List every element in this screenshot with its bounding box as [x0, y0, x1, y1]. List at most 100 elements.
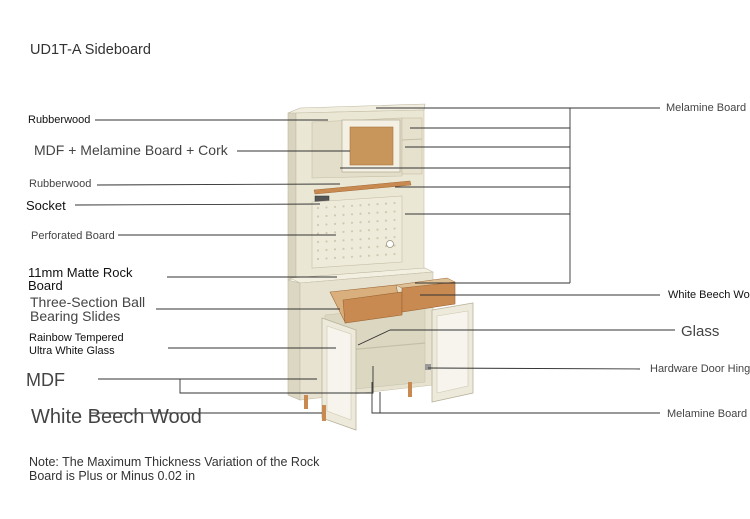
side-shelf-box [401, 117, 423, 175]
perforation-hole [359, 221, 362, 224]
perforation-hole [342, 205, 345, 208]
perforation-hole [350, 255, 354, 258]
perforation-hole [342, 213, 345, 216]
perforation-hole [376, 254, 379, 257]
perforation-hole [316, 232, 320, 235]
perforation-hole [359, 212, 362, 215]
label-mdf-melamine-cork: MDF + Melamine Board + Cork [34, 142, 228, 158]
door-hinge [425, 364, 431, 370]
leg-front-left [304, 395, 308, 409]
perforation-hole [350, 230, 354, 233]
perforation-hole [359, 229, 362, 232]
perforation-hole [350, 204, 354, 207]
perforation-hole [367, 220, 371, 223]
perforation-hole [367, 212, 371, 215]
perforation-hole [325, 231, 328, 235]
leader-hinge [427, 367, 641, 370]
label-glass-type-line2: Ultra White Glass [29, 345, 115, 357]
label-mdf: MDF [26, 370, 65, 390]
perforation-hole [359, 255, 362, 258]
perforation-hole [350, 221, 354, 224]
leader-socket [74, 203, 321, 206]
perforation-hole [325, 223, 328, 226]
perforation-hole [359, 246, 362, 249]
label-glass: Glass [681, 323, 720, 340]
perforation-hole [350, 213, 354, 216]
perforation-hole [350, 238, 354, 241]
label-rock-board-line2: Board [28, 278, 63, 293]
perforation-hole [367, 246, 371, 249]
perforation-hole [342, 256, 345, 259]
sideboard-illustration [287, 103, 474, 431]
left-drawer-front [342, 291, 403, 324]
perforation-hole [333, 222, 337, 225]
label-rubberwood-top: Rubberwood [28, 114, 91, 126]
perforation-hole [376, 245, 379, 248]
leg-front-mid [322, 405, 326, 421]
perforation-hole [333, 248, 337, 251]
perforation-hole [367, 254, 371, 257]
label-socket: Socket [26, 198, 66, 213]
perforation-hole [384, 211, 388, 214]
leader-glass [357, 329, 391, 346]
label-hardware-hinge: Hardware Door Hinge [650, 363, 750, 375]
thickness-note: Note: The Maximum Thickness Variation of… [29, 455, 320, 483]
perforation-hole [333, 214, 337, 217]
label-rock-board-line1: 11mm Matte Rock [28, 265, 133, 280]
perforation-hole [384, 228, 388, 231]
perforated-board [311, 195, 403, 269]
perforation-hole [359, 204, 362, 207]
perforation-hole [342, 247, 345, 250]
cable-hole [386, 240, 394, 248]
leg-back-right [408, 382, 412, 397]
perforation-hole [376, 237, 379, 240]
perforation-hole [325, 214, 328, 218]
label-white-beech-right: White Beech Wood [668, 289, 750, 301]
label-melamine-top: Melamine Board [666, 102, 747, 114]
perforation-hole [316, 206, 320, 210]
perforation-hole [393, 227, 396, 230]
label-slides-line1: Three-Section Ball [30, 294, 146, 310]
perforation-hole [367, 229, 371, 232]
perforation-hole [384, 219, 388, 222]
leader-white-beech-left [179, 366, 374, 394]
perforation-hole [325, 206, 328, 209]
label-glass-type-line1: Rainbow Tempered [29, 332, 124, 344]
perforation-hole [333, 256, 337, 259]
perforation-hole [376, 211, 379, 214]
lower-cabinet-side [287, 279, 301, 401]
perforation-hole [316, 240, 320, 244]
perforation-hole [342, 222, 345, 225]
perforation-hole [384, 253, 388, 256]
label-perforated-board: Perforated Board [31, 230, 115, 242]
perforation-hole [384, 236, 388, 239]
perforation-holes [316, 201, 396, 261]
leader-melamine-bottom [371, 382, 660, 414]
perforation-hole [384, 202, 388, 205]
perforation-hole [393, 201, 396, 205]
perforation-hole [367, 237, 371, 240]
perforation-hole [393, 244, 396, 247]
perforation-hole [350, 247, 354, 250]
cork-panel [349, 126, 394, 166]
perforation-hole [316, 257, 320, 261]
perforation-hole [393, 218, 396, 222]
side-shelf [401, 138, 423, 141]
perforation-hole [393, 252, 396, 256]
left-glass-pane [326, 325, 352, 421]
diagram-title: UD1T-A Sideboard [30, 42, 151, 58]
perforation-hole [316, 215, 320, 218]
perforation-hole [342, 239, 345, 242]
label-melamine-bottom: Melamine Board [667, 408, 748, 420]
perforation-hole [393, 235, 396, 239]
perforation-hole [359, 238, 362, 241]
leader-rubberwood-mid [96, 183, 341, 186]
perforation-hole [333, 205, 337, 208]
perforation-hole [376, 203, 379, 206]
perforation-hole [342, 230, 345, 233]
perforation-hole [333, 239, 337, 242]
perforation-hole [325, 257, 328, 260]
perforation-hole [376, 220, 379, 223]
perforation-hole [325, 248, 328, 252]
